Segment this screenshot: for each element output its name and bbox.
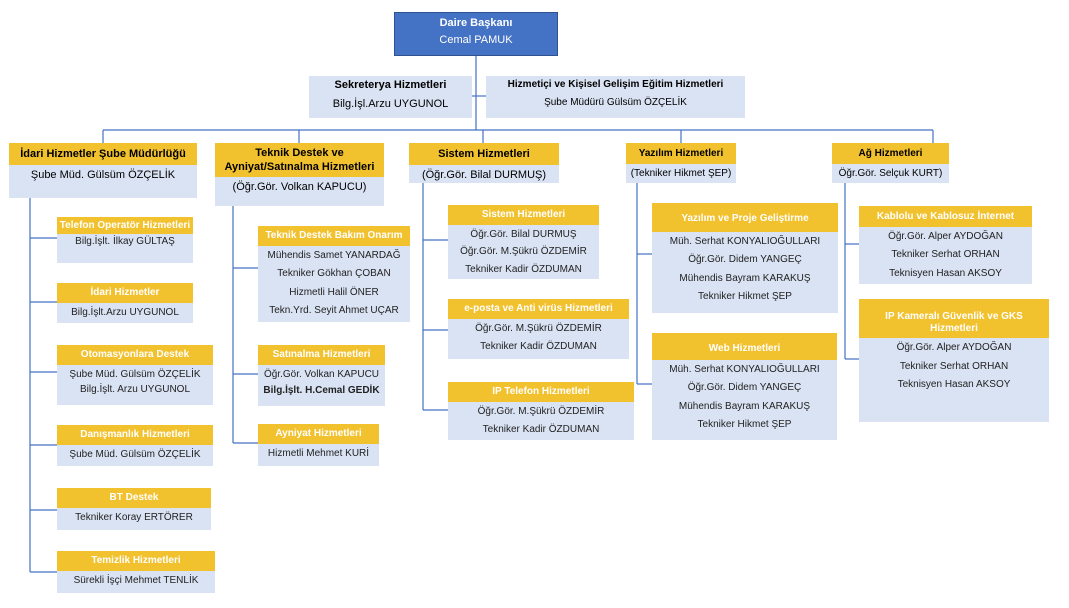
unit-box: IP Kameralı Güvenlik ve GKS Hizmetleri Ö… <box>859 299 1049 422</box>
dept-line: Şube Müd. Gülsüm ÖZÇELİK <box>30 168 176 181</box>
unit-line: Tekniker Serhat ORHAN <box>899 360 1009 372</box>
unit-box: BT Destek Tekniker Koray ERTÖRER <box>57 488 211 530</box>
unit-box: Kablolu ve Kablosuz İnternet Öğr.Gör. Al… <box>859 206 1032 284</box>
unit-line: Tekniker Kadir ÖZDUMAN <box>465 263 582 275</box>
unit-line: Müh. Serhat KONYALIOĞULLARI <box>669 363 820 375</box>
head-box: Daire Başkanı Cemal PAMUK <box>394 12 558 56</box>
staff-box-training: Hizmetiçi ve Kişisel Gelişim Eğitim Hizm… <box>486 76 745 118</box>
unit-box: Satınalma Hizmetleri Öğr.Gör. Volkan KAP… <box>258 345 385 406</box>
dept-title: İdari Hizmetler Şube Müdürlüğü <box>9 143 197 165</box>
dept-box-teknik: Teknik Destek ve Ayniyat/Satınalma Hizme… <box>215 143 384 206</box>
unit-line: Bilg.İşlt. Arzu UYGUNOL <box>79 384 191 395</box>
staff-line: Şube Müdürü Gülsüm ÖZÇELİK <box>544 96 687 108</box>
unit-box: e-posta ve Anti virüs Hizmetleri Öğr.Gör… <box>448 299 629 359</box>
unit-line: Bilg.İşlt.Arzu UYGUNOL <box>71 306 179 318</box>
unit-box: İdari Hizmetler Bilg.İşlt.Arzu UYGUNOL <box>57 283 193 323</box>
dept-title: Ağ Hizmetleri <box>832 143 949 164</box>
unit-title: Yazılım ve Proje Geliştirme <box>652 203 838 232</box>
unit-title: IP Telefon Hizmetleri <box>448 382 634 402</box>
dept-line: (Öğr.Gör. Volkan KAPUCU) <box>232 180 367 193</box>
unit-title: Web Hizmetleri <box>652 333 837 360</box>
unit-title: Telefon Operatör Hizmetleri <box>57 217 193 234</box>
unit-title: Danışmanlık Hizmetleri <box>57 425 213 445</box>
dept-title: Teknik Destek ve Ayniyat/Satınalma Hizme… <box>215 143 384 177</box>
head-name: Cemal PAMUK <box>439 33 513 46</box>
unit-line: Müh. Serhat KONYALIOĞULLARI <box>669 235 821 247</box>
unit-line: Tekniker Kadir ÖZDUMAN <box>482 424 600 435</box>
dept-title: Sistem Hizmetleri <box>409 143 559 165</box>
unit-line: Öğr.Gör. M.Şükrü ÖZDEMİR <box>460 246 587 257</box>
unit-title: IP Kameralı Güvenlik ve GKS Hizmetleri <box>859 299 1049 338</box>
unit-line: Tekn.Yrd. Seyit Ahmet UÇAR <box>269 305 399 316</box>
unit-box: Ayniyat Hizmetleri Hizmetli Mehmet KURİ <box>258 424 379 466</box>
unit-box: Web Hizmetleri Müh. Serhat KONYALIOĞULLA… <box>652 333 837 440</box>
staff-title: Hizmetiçi ve Kişisel Gelişim Eğitim Hizm… <box>507 79 724 90</box>
unit-line: Tekniker Kadir ÖZDUMAN <box>480 341 597 352</box>
unit-line: Bilg.İşlt. H.Cemal GEDİK <box>263 385 380 396</box>
unit-line: Bilg.İşlt. İlkay GÜLTAŞ <box>75 235 175 247</box>
unit-box: Telefon Operatör Hizmetleri Bilg.İşlt. İ… <box>57 217 193 263</box>
unit-line: Hizmetli Halil ÖNER <box>289 286 379 298</box>
unit-line: Tekniker Serhat ORHAN <box>891 249 1000 260</box>
unit-line: Mühendis Bayram KARAKUŞ <box>679 272 811 284</box>
unit-line: Sürekli İşçi Mehmet TENLİK <box>73 574 199 586</box>
unit-line: Tekniker Koray ERTÖRER <box>75 511 193 523</box>
unit-line: Öğr.Gör. Didem YANGEÇ <box>688 254 802 265</box>
unit-line: Hizmetli Mehmet KURİ <box>267 447 370 459</box>
unit-line: Teknisyen Hasan AKSOY <box>897 379 1011 390</box>
unit-title: Teknik Destek Bakım Onarım <box>258 226 410 246</box>
unit-line: Şube Müd. Gülsüm ÖZÇELİK <box>69 448 201 460</box>
dept-title: Yazılım Hizmetleri <box>626 143 736 164</box>
unit-line: Mühendis Samet YANARDAĞ <box>267 249 401 261</box>
unit-title: İdari Hizmetler <box>57 283 193 303</box>
unit-box: Sistem Hizmetleri Öğr.Gör. Bilal DURMUŞ … <box>448 205 599 279</box>
unit-line: Öğr.Gör. Didem YANGEÇ <box>687 382 802 393</box>
unit-line: Öğr.Gör. M.Şükrü ÖZDEMİR <box>475 322 602 334</box>
dept-box-yazilim: Yazılım Hizmetleri (Tekniker Hikmet ŞEP) <box>626 143 736 183</box>
unit-title: Ayniyat Hizmetleri <box>258 424 379 444</box>
dept-line: (Tekniker Hikmet ŞEP) <box>630 167 732 179</box>
unit-line: Öğr.Gör. M.Şükrü ÖZDEMİR <box>477 405 605 417</box>
unit-line: Öğr.Gör. Volkan KAPUCU <box>263 368 380 380</box>
dept-box-sistem: Sistem Hizmetleri (Öğr.Gör. Bilal DURMUŞ… <box>409 143 559 183</box>
unit-title: e-posta ve Anti virüs Hizmetleri <box>448 299 629 319</box>
dept-box-idari: İdari Hizmetler Şube Müdürlüğü Şube Müd.… <box>9 143 197 198</box>
unit-title: Sistem Hizmetleri <box>448 205 599 225</box>
unit-line: Öğr.Gör. Bilal DURMUŞ <box>470 228 577 240</box>
unit-title: BT Destek <box>57 488 211 508</box>
unit-title: Kablolu ve Kablosuz İnternet <box>859 206 1032 227</box>
unit-line: Tekniker Gökhan ÇOBAN <box>277 268 391 279</box>
staff-box-secretary: Sekreterya Hizmetleri Bilg.İşl.Arzu UYGU… <box>309 76 472 118</box>
unit-box: IP Telefon Hizmetleri Öğr.Gör. M.Şükrü Ö… <box>448 382 634 440</box>
staff-line: Bilg.İşl.Arzu UYGUNOL <box>332 97 449 110</box>
dept-line: (Öğr.Gör. Bilal DURMUŞ) <box>421 168 547 181</box>
staff-title: Sekreterya Hizmetleri <box>334 79 447 91</box>
unit-box: Temizlik Hizmetleri Sürekli İşçi Mehmet … <box>57 551 215 593</box>
unit-box: Yazılım ve Proje Geliştirme Müh. Serhat … <box>652 203 838 313</box>
unit-title: Temizlik Hizmetleri <box>57 551 215 571</box>
unit-box: Teknik Destek Bakım Onarım Mühendis Same… <box>258 226 410 322</box>
unit-line: Teknisyen Hasan AKSOY <box>889 267 1002 279</box>
unit-line: Tekniker Hikmet ŞEP <box>697 419 792 430</box>
unit-line: Tekniker Hikmet ŞEP <box>698 291 792 302</box>
unit-line: Öğr.Gör. Alper AYDOĞAN <box>888 230 1003 242</box>
dept-line: Öğr.Gör. Selçuk KURT) <box>838 167 943 179</box>
unit-line: Şube Müd. Gülsüm ÖZÇELİK <box>69 368 201 380</box>
unit-line: Mühendis Bayram KARAKUŞ <box>678 400 811 412</box>
dept-box-ag: Ağ Hizmetleri Öğr.Gör. Selçuk KURT) <box>832 143 949 183</box>
unit-title: Otomasyonlara Destek <box>57 345 213 365</box>
head-title: Daire Başkanı <box>439 17 513 29</box>
unit-line: Öğr.Gör. Alper AYDOĞAN <box>896 342 1012 353</box>
unit-box: Danışmanlık Hizmetleri Şube Müd. Gülsüm … <box>57 425 213 466</box>
unit-title: Satınalma Hizmetleri <box>258 345 385 365</box>
unit-box: Otomasyonlara Destek Şube Müd. Gülsüm ÖZ… <box>57 345 213 405</box>
